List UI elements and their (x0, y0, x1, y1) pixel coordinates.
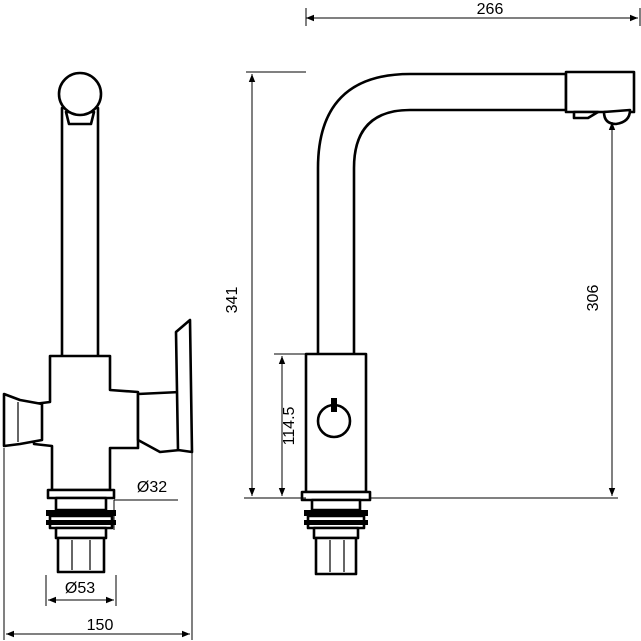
dim-lever-height: 114.5 (281, 406, 298, 445)
dim-base-diameter: Ø32 (137, 479, 167, 496)
side-spout-head (564, 70, 636, 114)
side-view (300, 70, 636, 576)
dimension-lines (3, 8, 641, 640)
front-body (32, 354, 140, 492)
front-right-lever-base (136, 390, 182, 454)
front-shank-lower (56, 536, 106, 574)
dim-thread-diameter: Ø53 (65, 580, 95, 597)
dim-top-width: 266 (477, 1, 504, 18)
front-left-lever (2, 392, 44, 448)
front-top-ball (57, 71, 103, 117)
dim-side-height: 306 (585, 285, 602, 312)
dim-bottom-width: 150 (87, 617, 114, 634)
dim-front-height: 341 (224, 287, 241, 314)
front-view (2, 71, 194, 574)
front-shank-upper (54, 496, 108, 512)
side-outlet-2 (602, 108, 632, 126)
side-spout (316, 72, 568, 358)
side-shank-lower (314, 536, 358, 576)
side-outlet-1 (572, 110, 600, 120)
front-right-lever-handle (174, 318, 194, 454)
front-spout-column (60, 106, 100, 360)
